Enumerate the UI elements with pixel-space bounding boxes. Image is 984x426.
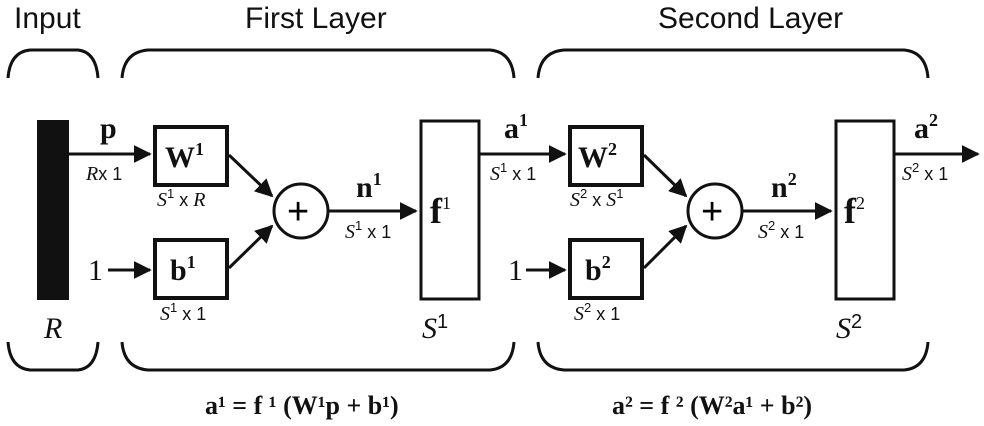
bracket-top-first-layer [120, 48, 516, 79]
heading-second-layer: Second Layer [658, 2, 843, 35]
n1-dims: S1 x 1 [345, 218, 391, 243]
input-vector-bar [37, 120, 69, 300]
summer2-plus: + [701, 191, 723, 233]
f2-label: f2 [844, 191, 865, 231]
heading-input: Input [14, 2, 81, 35]
bracket-bottom-first-layer [120, 341, 516, 372]
b2-box [568, 238, 644, 300]
f1-label: f1 [430, 191, 451, 231]
layer2-equation: a² = f ² (W²a¹ + b²) [612, 391, 812, 420]
w1-to-sum1-arrow [227, 153, 274, 198]
bracket-bottom-second-layer [536, 341, 930, 372]
b2-input-one: 1 [508, 254, 523, 287]
b2-to-sum2-arrow [642, 224, 688, 270]
w1-label: W1 [165, 139, 204, 174]
w2-box [568, 125, 644, 187]
w1-dims: S1 x R [157, 186, 205, 211]
summer1-plus: + [287, 191, 309, 233]
a1-dims: S1 x 1 [490, 160, 536, 185]
a2-label: a2 [914, 110, 938, 145]
b2-dims: S2 x 1 [574, 300, 620, 325]
w2-label: W2 [578, 139, 617, 174]
f2-bottom-label: S2 [836, 311, 862, 345]
n2-label: n2 [771, 169, 797, 204]
f1-transfer-box [419, 119, 481, 301]
input-bottom-label: R [43, 312, 62, 345]
input-vector-label: p [100, 112, 117, 145]
b1-to-sum1-arrow [227, 224, 274, 270]
b2-label: b2 [585, 252, 611, 287]
b1-dims: S1 x 1 [160, 300, 206, 325]
b1-input-one: 1 [88, 254, 103, 287]
a2-dims: S2 x 1 [902, 160, 948, 185]
n1-label: n1 [356, 169, 382, 204]
layer1-equation: a¹ = f ¹ (W¹p + b¹) [205, 391, 399, 420]
bracket-top-input [6, 48, 100, 79]
w2-to-sum2-arrow [642, 153, 688, 198]
f2-transfer-box [834, 119, 896, 301]
b1-label: b1 [170, 252, 196, 287]
input-vector-dims: Rx 1 [85, 163, 122, 185]
n2-dims: S2 x 1 [758, 218, 804, 243]
w1-box [153, 125, 229, 187]
bracket-top-second-layer [536, 48, 930, 79]
a1-label: a1 [504, 110, 528, 145]
b1-box [153, 238, 229, 300]
w2-dims: S2 x S1 [570, 186, 623, 211]
bracket-bottom-input [6, 341, 100, 372]
heading-first-layer: First Layer [245, 2, 387, 35]
f1-bottom-label: S1 [422, 311, 448, 345]
